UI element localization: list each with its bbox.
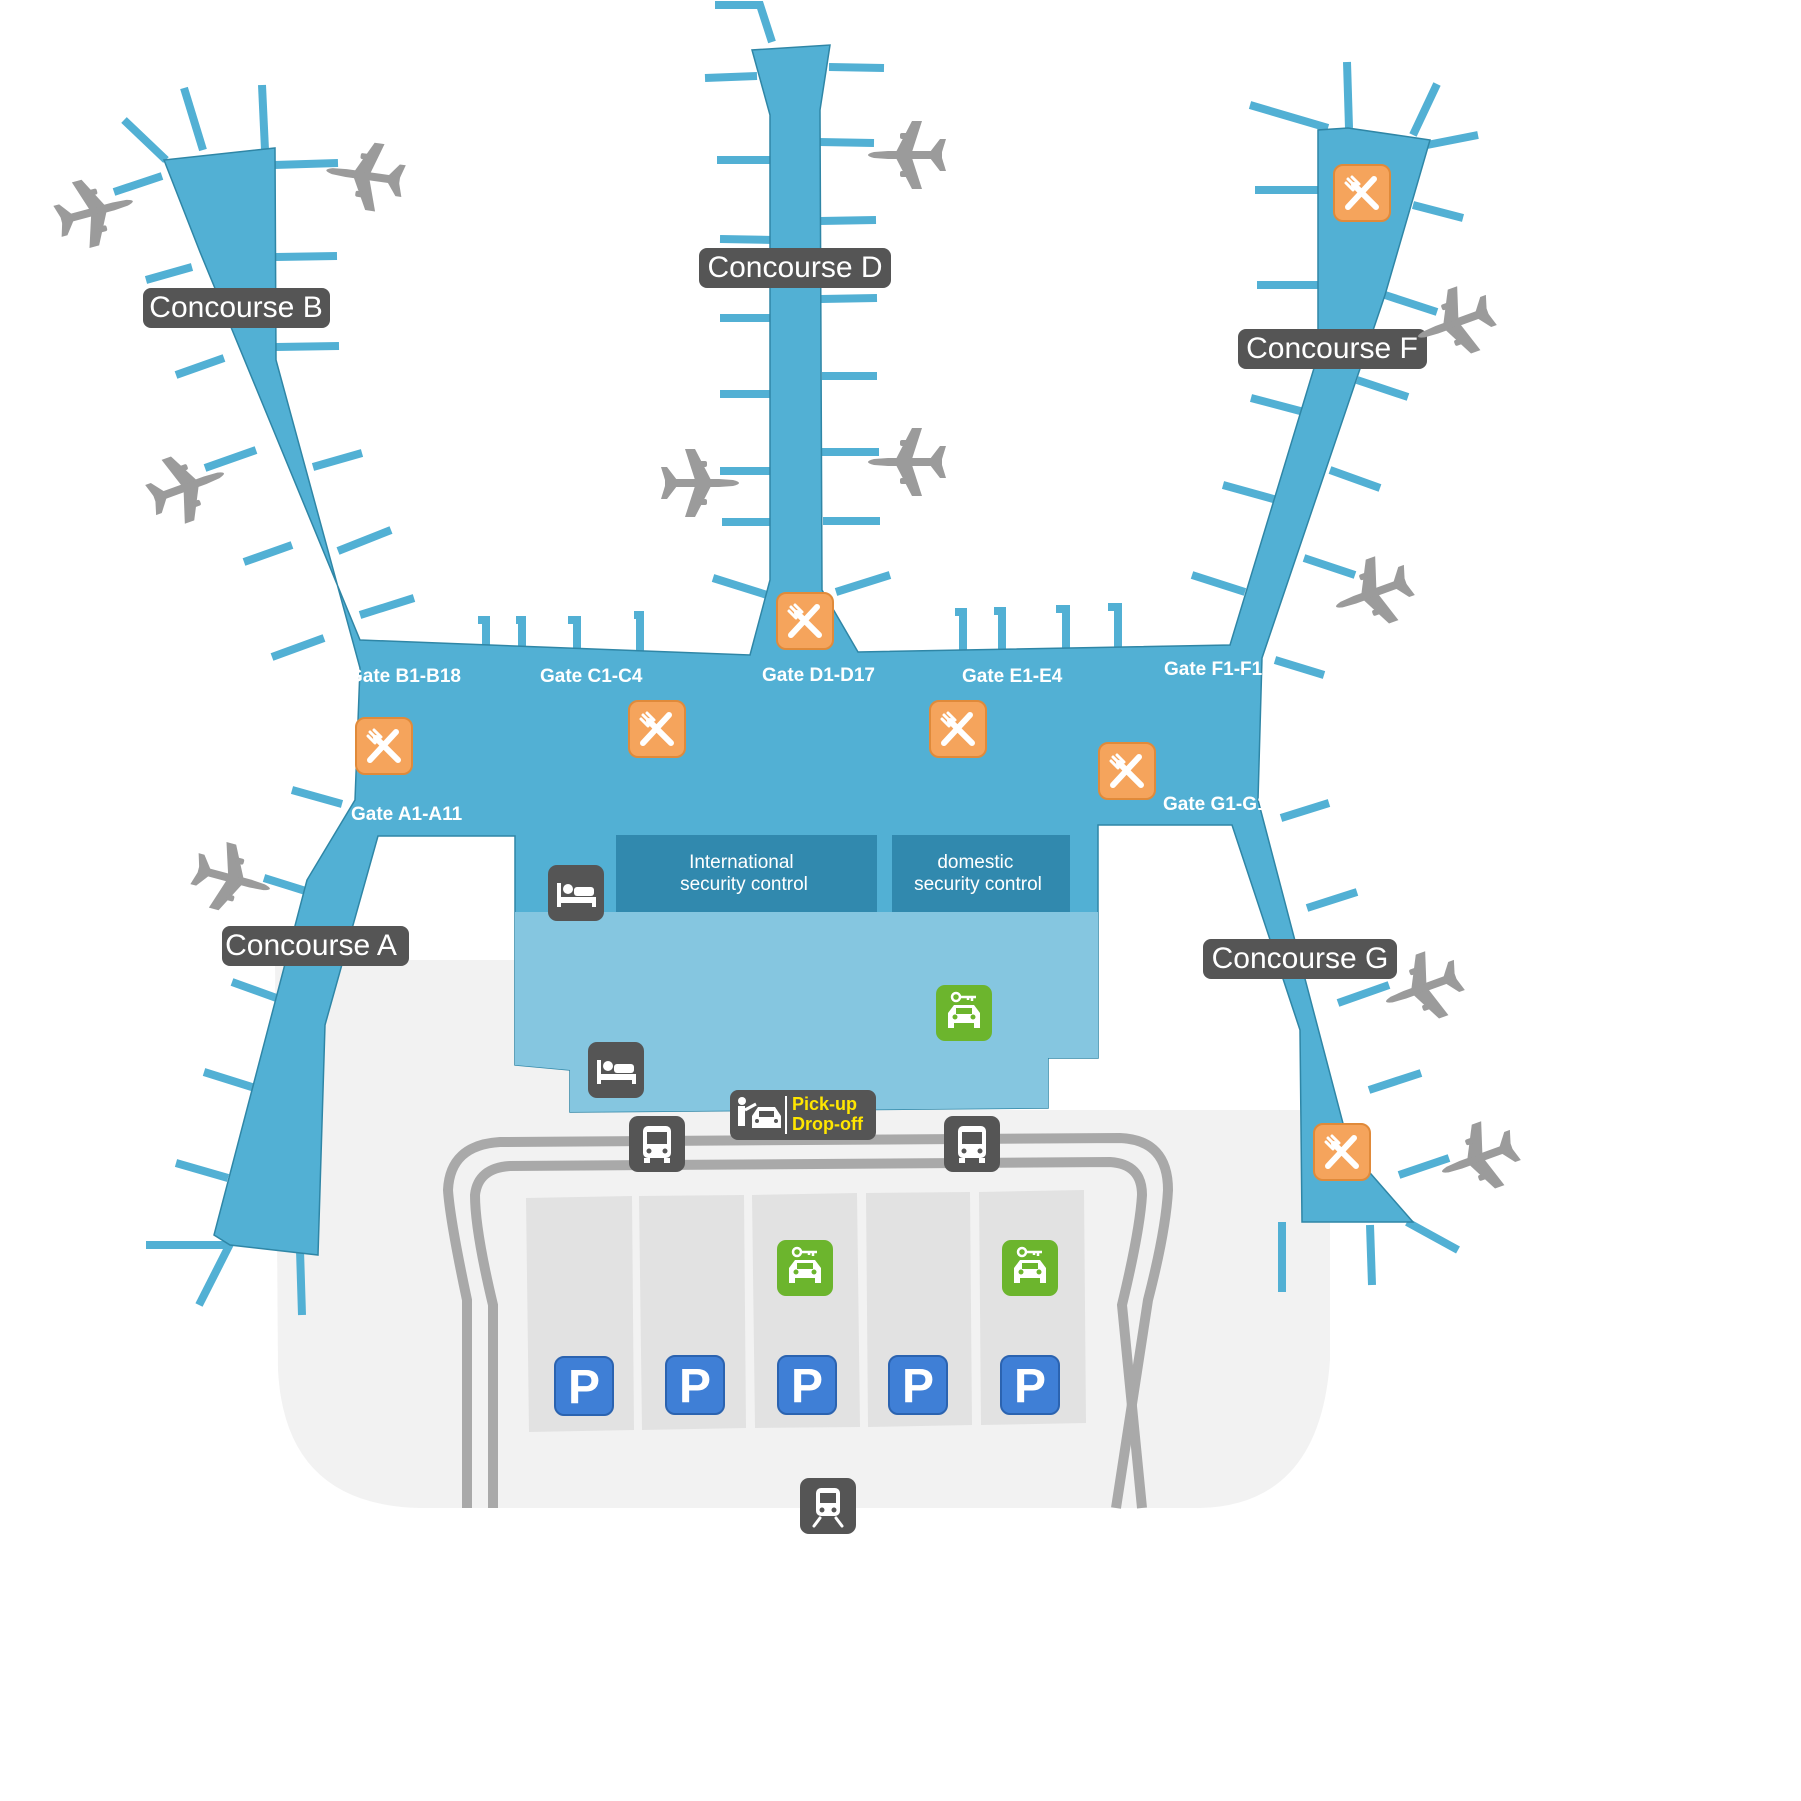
train-icon[interactable] bbox=[798, 1476, 858, 1536]
svg-text:P: P bbox=[568, 1361, 600, 1414]
fork-knife-icon[interactable] bbox=[629, 701, 685, 757]
domestic-security-area bbox=[892, 835, 1070, 912]
svg-text:Pick-up: Pick-up bbox=[792, 1094, 857, 1114]
gate-label-f: Gate F1-F16 bbox=[1164, 659, 1273, 680]
gate-bridges bbox=[112, 1, 1479, 1316]
gate-label-a: Gate A1-A11 bbox=[351, 804, 463, 825]
gate-label-g: Gate G1-G11 bbox=[1163, 794, 1277, 815]
svg-text:Concourse D: Concourse D bbox=[707, 251, 882, 284]
international-security-label: International security control bbox=[680, 852, 808, 895]
fork-knife-icon[interactable] bbox=[1334, 165, 1390, 221]
bed-icon[interactable] bbox=[588, 1042, 644, 1098]
gate-label-c: Gate C1-C4 bbox=[540, 666, 643, 687]
parking-icon[interactable]: P bbox=[1000, 1355, 1060, 1415]
svg-text:P: P bbox=[791, 1360, 823, 1413]
gate-label-d: Gate D1-D17 bbox=[762, 665, 875, 686]
parking-icon[interactable]: P bbox=[777, 1355, 837, 1415]
bus-icon[interactable] bbox=[944, 1116, 1000, 1172]
airplane-icon bbox=[139, 441, 236, 532]
concourse-g-label[interactable]: Concourse G bbox=[1203, 939, 1397, 979]
fork-knife-icon[interactable] bbox=[1314, 1124, 1370, 1180]
airplane-icon bbox=[1324, 548, 1421, 639]
pickup-dropoff-sign[interactable]: Pick-up Drop-off bbox=[730, 1090, 876, 1140]
svg-text:Concourse G: Concourse G bbox=[1212, 942, 1389, 975]
svg-text:Concourse B: Concourse B bbox=[149, 291, 322, 324]
fork-knife-icon[interactable] bbox=[777, 593, 833, 649]
fork-knife-icon[interactable] bbox=[356, 718, 412, 774]
svg-text:Drop-off: Drop-off bbox=[792, 1114, 864, 1134]
domestic-security-label: domestic security control bbox=[914, 852, 1042, 895]
gate-label-b: Gate B1-B18 bbox=[348, 666, 461, 687]
airplane-icon bbox=[868, 428, 946, 496]
concourse-a-label[interactable]: Concourse A bbox=[222, 926, 409, 966]
fork-knife-icon[interactable] bbox=[930, 701, 986, 757]
svg-text:P: P bbox=[902, 1360, 934, 1413]
airplane-icon bbox=[661, 449, 739, 517]
svg-text:Concourse F: Concourse F bbox=[1246, 332, 1418, 365]
gate-label-e: Gate E1-E4 bbox=[962, 666, 1063, 687]
concourse-d-label[interactable]: Concourse D bbox=[699, 248, 891, 288]
parking-icon[interactable]: P bbox=[554, 1356, 614, 1416]
car-rental-icon[interactable] bbox=[934, 983, 994, 1043]
concourse-b-label[interactable]: Concourse B bbox=[143, 288, 330, 328]
svg-text:Concourse A: Concourse A bbox=[225, 929, 397, 962]
car-rental-icon[interactable] bbox=[1000, 1238, 1060, 1298]
parking-icon[interactable]: P bbox=[888, 1355, 948, 1415]
airplane-icon bbox=[48, 168, 142, 255]
landside-hall bbox=[515, 912, 1098, 1112]
airplane-icon bbox=[868, 121, 946, 189]
international-security-area bbox=[616, 835, 877, 912]
parking-icon[interactable]: P bbox=[665, 1355, 725, 1415]
bus-icon[interactable] bbox=[629, 1116, 685, 1172]
fork-knife-icon[interactable] bbox=[1099, 743, 1155, 799]
svg-text:P: P bbox=[679, 1360, 711, 1413]
bed-icon[interactable] bbox=[548, 865, 604, 921]
svg-text:P: P bbox=[1014, 1360, 1046, 1413]
taxi-icon bbox=[738, 1097, 781, 1128]
car-rental-icon[interactable] bbox=[775, 1238, 835, 1298]
airplane-icon bbox=[321, 136, 409, 215]
concourse-f-label[interactable]: Concourse F bbox=[1238, 329, 1427, 369]
